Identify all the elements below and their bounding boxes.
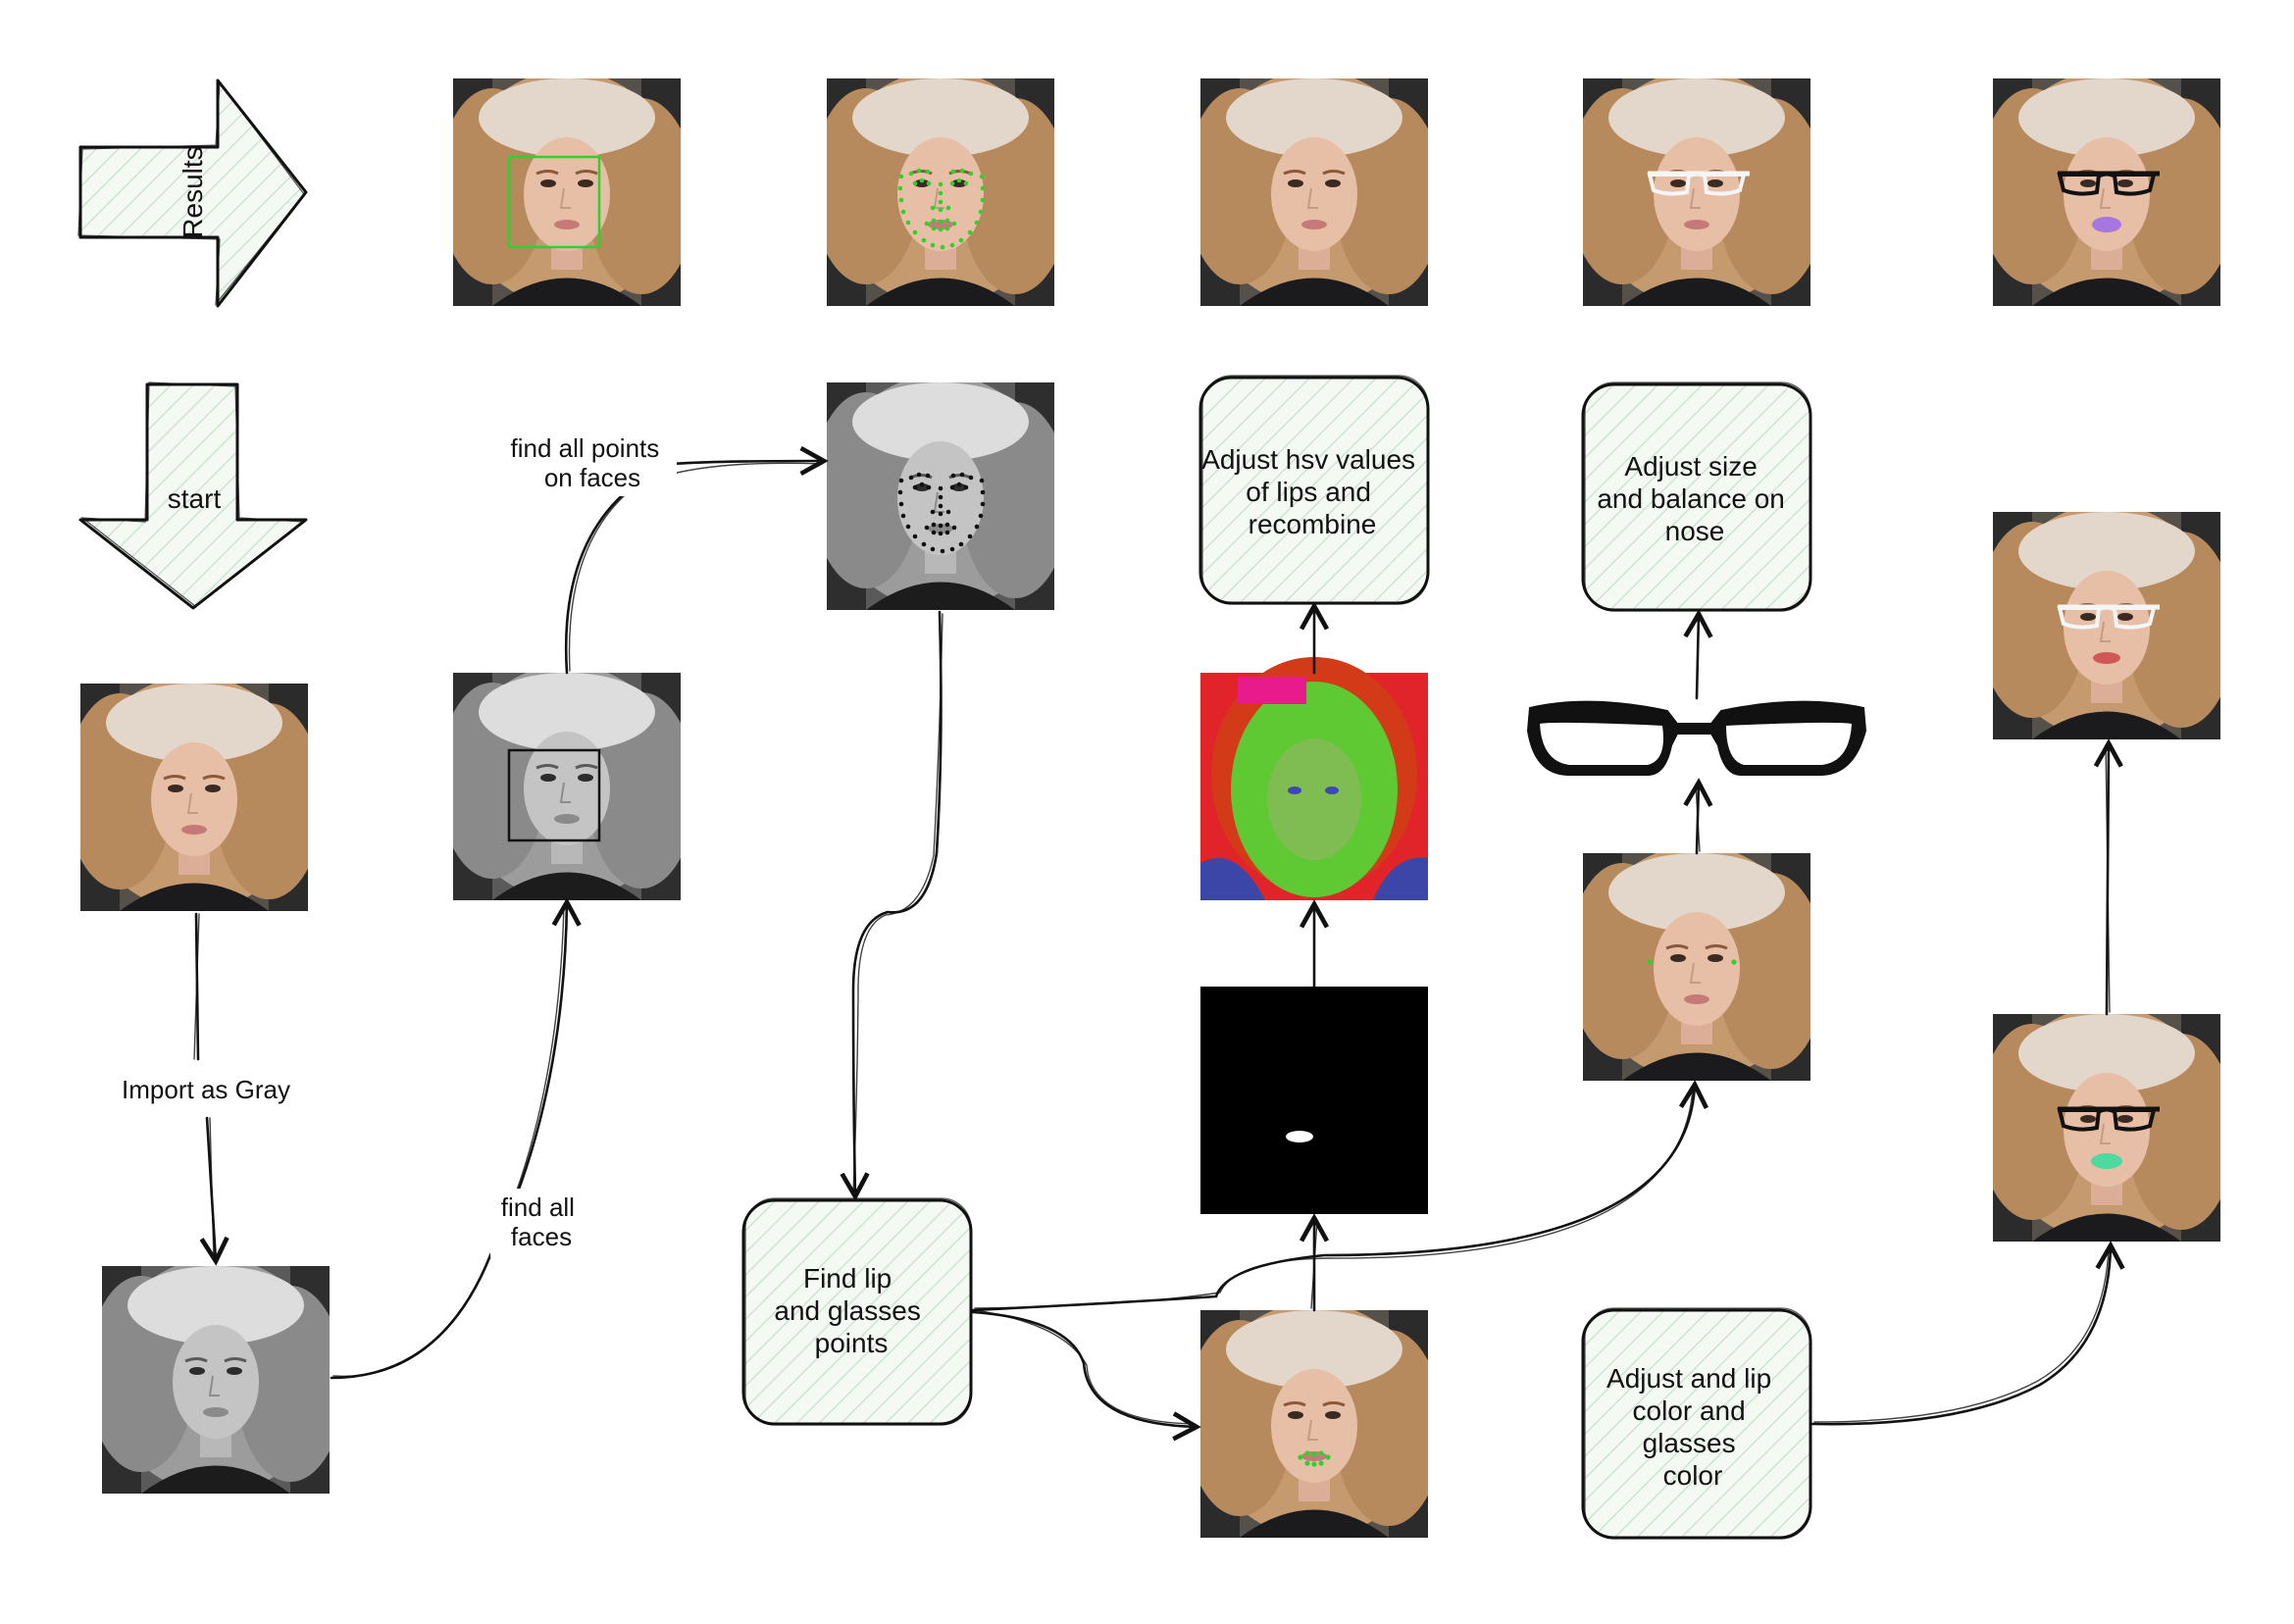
connectors (194, 445, 2125, 1442)
hsv-image (1200, 657, 1428, 900)
process-box-adjust-size: Adjust size and balance on nose (1581, 381, 1812, 612)
find-points-edge-line-1: find all points (511, 433, 660, 463)
process-box-find-points: Find lip and glasses points (741, 1197, 973, 1426)
result-lip-adjusted (1200, 78, 1428, 306)
result-black-glasses-purple-lips (1993, 78, 2220, 306)
svg-text:Adjust size and balance: Adjust size and balance on nose (1597, 451, 1792, 546)
lip-points-photo (1200, 1310, 1428, 1538)
adjust-hsv-line-3: recombine (1249, 509, 1377, 539)
svg-text:Find lip and glasses: Find lip and glasses points (774, 1263, 928, 1358)
edge-glasses-to-size (1683, 609, 1713, 700)
edge-label-import-gray: Import as Gray (116, 1067, 298, 1110)
find-points-edge-line-2: on faces (544, 463, 640, 492)
edge-label-find-faces: find all faces (490, 1189, 588, 1257)
eye-points-photo (1583, 853, 1810, 1081)
edge-find-faces (330, 897, 582, 1380)
result-face-detected (453, 78, 681, 306)
gray-landmarks (827, 382, 1054, 610)
adjust-hsv-line-2: of lips and (1246, 477, 1371, 507)
glasses-template (1526, 700, 1867, 776)
process-box-adjust-hsv: Adjust hsv values of lips and recombine (1198, 375, 1430, 605)
find-faces-line-1: find all (501, 1193, 575, 1222)
result-white-glasses (1583, 78, 1810, 306)
start-arrow: start (78, 381, 308, 610)
edge-label-find-points: find all points on faces (508, 431, 677, 496)
edge-landmarks-to-find (840, 610, 943, 1201)
adjust-size-line-2: and balance on (1597, 483, 1785, 514)
find-points-line-3: points (815, 1328, 889, 1358)
edge-find-to-lips (971, 1310, 1201, 1442)
adjust-size-line-3: nose (1665, 516, 1725, 546)
gray-photo (102, 1266, 330, 1494)
results-arrow-label: Results (178, 146, 208, 237)
adjust-color-line-3: glasses (1643, 1428, 1736, 1458)
find-points-line-1: Find lip (803, 1263, 892, 1294)
result-landmarks (827, 78, 1054, 306)
adjust-size-line-1: Adjust size (1624, 451, 1757, 482)
adjust-color-line-4: color (1663, 1460, 1723, 1491)
process-box-adjust-color: Adjust and lip color and glasses color (1581, 1307, 1812, 1540)
adjust-color-line-1: Adjust and lip (1606, 1363, 1771, 1394)
results-arrow: Results (77, 78, 308, 308)
svg-text:find all faces: find all faces (501, 1193, 582, 1251)
edge-color-to-photo (1810, 1241, 2125, 1426)
adjust-color-line-2: color and (1633, 1396, 1746, 1426)
gray-face-box (453, 673, 681, 900)
adjust-hsv-line-1: Adjust hsv values (1201, 444, 1415, 475)
svg-text:Adjust and lip color and: Adjust and lip color and glasses color (1606, 1363, 1779, 1491)
black-glasses-teal-lips (1993, 1014, 2220, 1242)
start-arrow-label: start (168, 483, 222, 514)
find-points-line-2: and glasses (774, 1295, 920, 1326)
import-gray-label: Import as Gray (122, 1075, 290, 1104)
svg-text:find all points on faces: find all points on faces (511, 433, 667, 492)
lip-mask (1200, 987, 1428, 1214)
find-faces-line-2: faces (511, 1222, 572, 1251)
white-glasses-red-lips (1993, 512, 2220, 739)
svg-text:Adjust hsv values of lip: Adjust hsv values of lips and recombine (1201, 444, 1423, 539)
input-color-photo (80, 684, 308, 911)
